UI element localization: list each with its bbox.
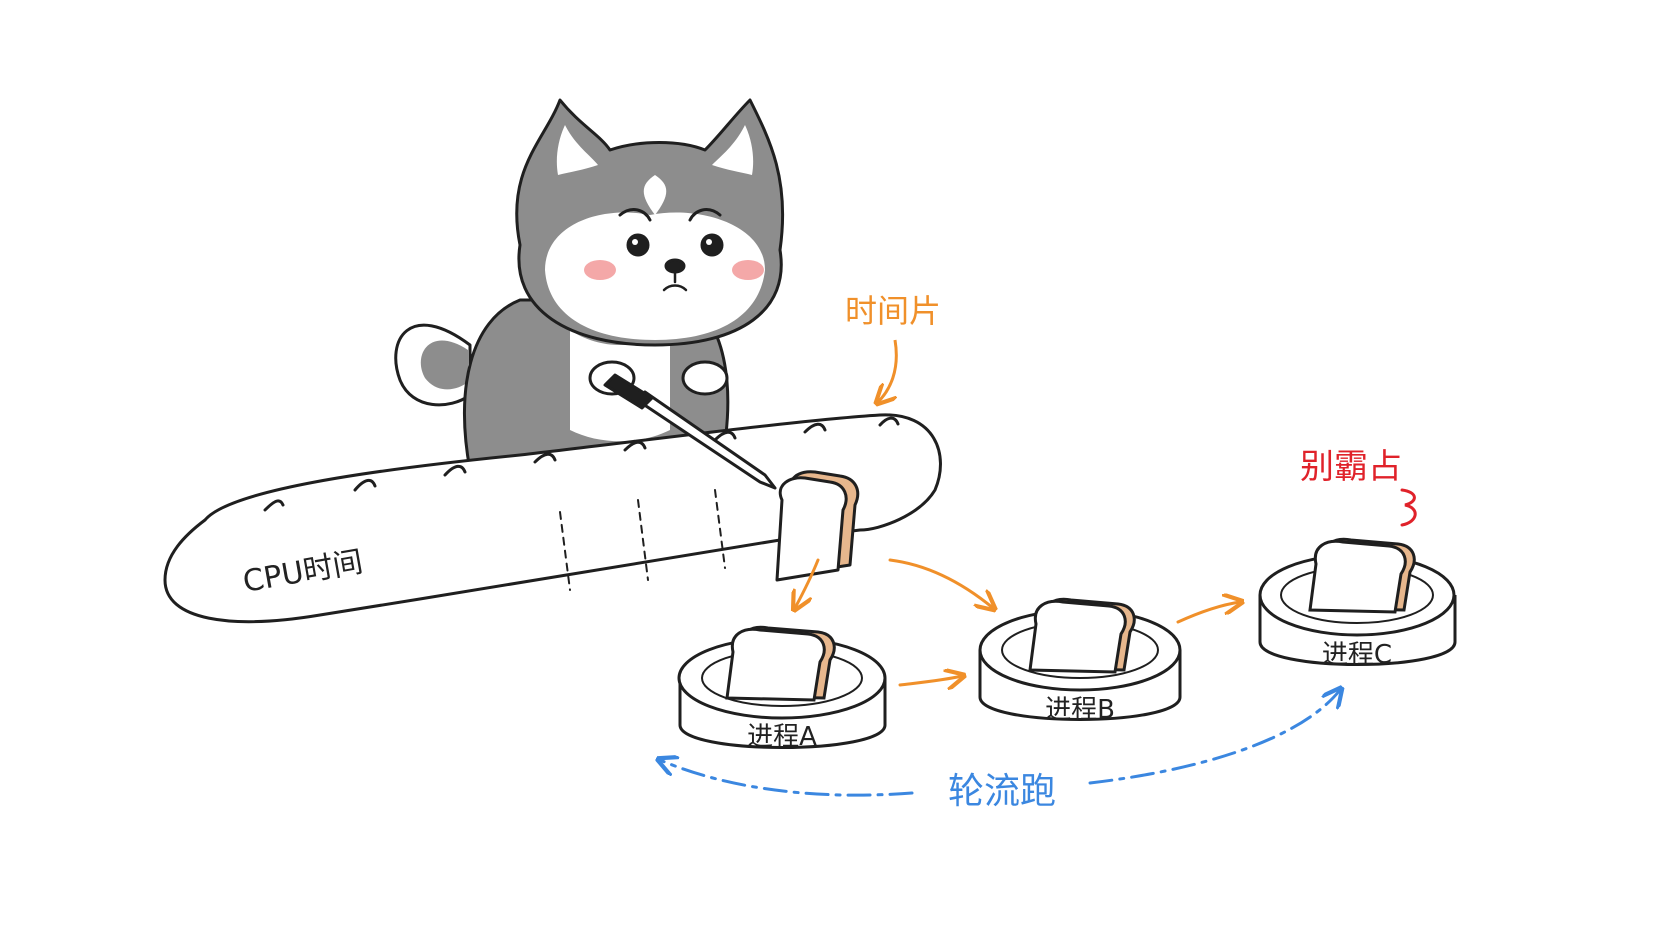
process-a-plate: 进程A xyxy=(677,625,887,752)
time-slice-arrow xyxy=(878,339,898,402)
toast-icon xyxy=(1308,537,1416,614)
process-a-label: 进程A xyxy=(747,722,817,752)
husky-dog-icon xyxy=(394,98,785,472)
flow-arrows xyxy=(795,558,1240,685)
arrow-a-to-b xyxy=(898,676,962,685)
no-hog-squiggle xyxy=(1400,488,1417,527)
round-robin-label: 轮流跑 xyxy=(948,771,1056,812)
arrow-b-to-c xyxy=(1176,602,1240,624)
process-c-label: 进程C xyxy=(1322,640,1392,670)
process-b-label: 进程B xyxy=(1045,695,1115,725)
round-robin-arrow xyxy=(660,690,1340,797)
no-hog-label: 别霸占 xyxy=(1300,447,1402,487)
process-b-plate: 进程B xyxy=(978,597,1182,725)
toast-icon xyxy=(1028,597,1136,674)
arrow-slice-to-a xyxy=(795,558,820,608)
toast-slice-icon xyxy=(775,470,860,582)
toast-icon xyxy=(725,625,836,702)
time-slice-label: 时间片 xyxy=(845,292,941,330)
arrow-bread-to-b xyxy=(888,558,993,608)
process-c-plate: 进程C xyxy=(1258,537,1457,670)
knife-icon xyxy=(603,373,777,490)
